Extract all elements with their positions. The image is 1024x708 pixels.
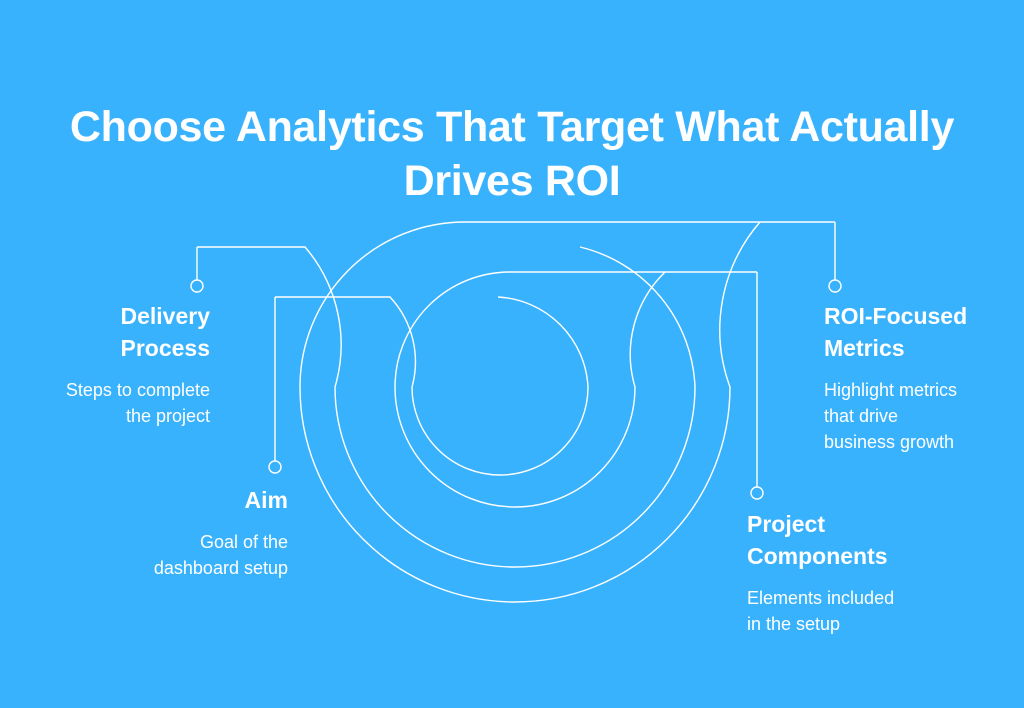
page-title: Choose Analytics That Target What Actual…: [0, 100, 1024, 208]
aim-description: Goal of the dashboard setup: [153, 532, 288, 578]
roi-focused-metrics-description: Highlight metrics that drive business gr…: [824, 380, 958, 452]
arch-innermost: [275, 296, 589, 476]
arch-middle: [197, 246, 696, 568]
title-line-2: Drives ROI: [403, 157, 621, 205]
project-components-card: Project Components Elements included in …: [747, 508, 967, 637]
roi-node: [828, 279, 842, 293]
roi-focused-metrics-heading: ROI-Focused Metrics: [824, 303, 968, 361]
arch-inner: [394, 271, 757, 508]
delivery-process-heading: Delivery Process: [120, 303, 210, 361]
components-node: [750, 486, 764, 500]
delivery-node: [190, 279, 204, 293]
roi-focused-metrics-card: ROI-Focused Metrics Highlight metrics th…: [824, 300, 1014, 455]
aim-heading: Aim: [244, 487, 288, 513]
delivery-process-card: Delivery Process Steps to complete the p…: [0, 300, 210, 429]
aim-node: [268, 460, 282, 474]
title-line-1: Choose Analytics That Target What Actual…: [69, 103, 955, 151]
aim-card: Aim Goal of the dashboard setup: [68, 484, 288, 581]
arch-outer: [299, 221, 835, 603]
delivery-process-description: Steps to complete the project: [65, 380, 210, 426]
project-components-description: Elements included in the setup: [747, 588, 895, 634]
project-components-heading: Project Components: [747, 511, 888, 569]
